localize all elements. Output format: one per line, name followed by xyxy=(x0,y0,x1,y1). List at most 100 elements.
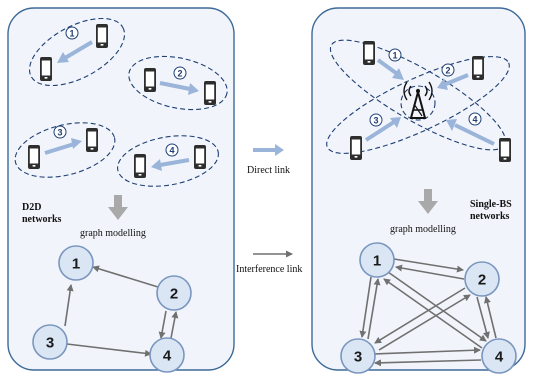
mobile-phone-icon xyxy=(499,138,511,162)
bs-pair-1: 1 xyxy=(363,41,404,80)
mobile-phone-icon xyxy=(350,136,362,160)
single-bs-panel: 1 2 3 4 Single-BS networks graph m xyxy=(311,7,526,374)
interference-edge-3-2 xyxy=(378,294,471,351)
bs-pair-3: 3 xyxy=(350,113,401,160)
interference-edge-1-4 xyxy=(387,271,487,342)
direct-link-arrowhead xyxy=(446,119,457,131)
interference-edge-4-2 xyxy=(170,311,179,339)
pair-number-badge xyxy=(173,66,187,80)
d2d-networks-label-line2: networks xyxy=(22,214,62,225)
interference-edge-4-1 xyxy=(383,278,483,349)
bs-pair-4: 4 xyxy=(446,112,511,162)
d2d-pair-2: 2 xyxy=(128,55,228,111)
legend-direct-link-arrowhead xyxy=(275,144,284,156)
bs-pair-number-4: 4 xyxy=(472,115,477,125)
interference-edge-1-2 xyxy=(393,258,464,273)
graph-node-2: 2 xyxy=(156,275,192,311)
pair-number-1: 1 xyxy=(69,29,74,39)
interference-edge-3-1 xyxy=(64,284,74,327)
direct-link-arrowhead xyxy=(151,159,162,171)
bs-graph-node-1-label: 1 xyxy=(373,253,381,270)
graph-node-1: 1 xyxy=(359,242,395,278)
bs-pair-number-1: 1 xyxy=(392,51,397,61)
graph-node-4: 4 xyxy=(149,337,185,373)
pair-number-badge xyxy=(65,26,79,40)
d2d-pair-1: 1 xyxy=(28,17,126,87)
base-station-tower-icon xyxy=(403,81,433,119)
bs-graph-node-2-label: 2 xyxy=(478,272,486,289)
interference-edge-2-4 xyxy=(476,296,490,339)
d2d-panel: 1 2 3 4 xyxy=(7,7,235,373)
mobile-phone-icon xyxy=(28,145,40,169)
direct-link-arrow xyxy=(445,73,469,86)
bs-pair-number-2: 2 xyxy=(445,66,450,76)
mobile-phone-icon xyxy=(40,57,52,81)
interference-edge-2-3 xyxy=(374,287,466,344)
interference-edge-3-1 xyxy=(367,278,381,340)
single-bs-networks-label-line2: networks xyxy=(470,211,510,222)
direct-link-arrow xyxy=(376,58,398,75)
direct-link-arrowhead xyxy=(437,78,448,90)
interference-edge-2-1 xyxy=(395,264,465,280)
d2d-pair-4-boundary xyxy=(117,135,219,187)
graph-node-3: 3 xyxy=(340,338,376,374)
graph-modelling-label-left: graph modelling xyxy=(80,228,146,239)
graph-node-3-label: 3 xyxy=(46,335,54,352)
bs-graph-node-4-label: 4 xyxy=(495,349,504,366)
direct-link-arrow xyxy=(364,120,396,142)
direct-link-arrowhead xyxy=(71,138,82,149)
mobile-phone-icon xyxy=(472,56,484,80)
d2d-pair-3-boundary xyxy=(14,122,116,178)
base-station-boundary xyxy=(400,85,436,121)
mobile-phone-icon xyxy=(86,128,98,152)
interference-edge-4-3 xyxy=(374,359,482,367)
mobile-phone-icon xyxy=(96,24,108,48)
d2d-pair-1-boundary xyxy=(28,17,126,87)
interference-edge-2-4 xyxy=(158,310,167,339)
bs-pair-number-3: 3 xyxy=(373,116,378,126)
graph-node-2-label: 2 xyxy=(170,286,178,303)
direct-link-arrowhead xyxy=(57,52,69,63)
graph-modelling-down-arrow xyxy=(108,195,128,220)
legend-direct-link-label: Direct link xyxy=(247,165,290,176)
d2d-pair-4: 4 xyxy=(117,135,219,187)
mobile-phone-icon xyxy=(363,41,375,65)
interference-edge-4-2 xyxy=(484,296,497,339)
bs-graph-node-3-label: 3 xyxy=(354,349,362,366)
single-bs-graph: 1 2 3 4 xyxy=(340,242,517,374)
graph-node-4: 4 xyxy=(481,338,517,374)
d2d-graph: 1 2 3 4 xyxy=(32,245,192,373)
pair-number-2: 2 xyxy=(177,69,182,79)
mobile-phone-icon xyxy=(204,81,216,105)
direct-link-arrow xyxy=(159,158,190,167)
pair-number-badge xyxy=(53,125,67,139)
interference-edge-3-4 xyxy=(66,343,152,357)
pair-number-3: 3 xyxy=(57,128,62,138)
graph-node-1: 1 xyxy=(58,245,94,281)
graph-node-2: 2 xyxy=(464,261,500,297)
legend: Direct link Interference link xyxy=(236,144,302,275)
mobile-phone-icon xyxy=(144,68,156,92)
direct-link-arrow xyxy=(159,81,191,91)
direct-link-arrowhead xyxy=(390,117,401,128)
graph-node-3: 3 xyxy=(32,324,68,360)
direct-link-arrow xyxy=(44,142,75,155)
d2d-networks-label-line1: D2D xyxy=(22,202,41,213)
direct-link-arrow xyxy=(454,123,495,146)
interference-edge-2-1 xyxy=(92,265,159,288)
graph-node-1-label: 1 xyxy=(72,256,80,273)
single-bs-networks-label-line1: Single-BS xyxy=(470,199,512,210)
bs-pair-2: 2 xyxy=(437,56,484,90)
graph-node-4-label: 4 xyxy=(163,348,172,365)
direct-link-arrow xyxy=(63,40,94,60)
d2d-pair-3: 3 xyxy=(14,122,116,178)
pair-number-4: 4 xyxy=(169,146,174,156)
pair-number-badge xyxy=(165,143,179,157)
direct-link-arrowhead xyxy=(188,83,199,95)
interference-edge-3-4 xyxy=(373,346,481,355)
legend-interference-link-label: Interference link xyxy=(236,264,302,275)
direct-link-arrowhead xyxy=(392,68,404,80)
mobile-phone-icon xyxy=(134,154,146,178)
